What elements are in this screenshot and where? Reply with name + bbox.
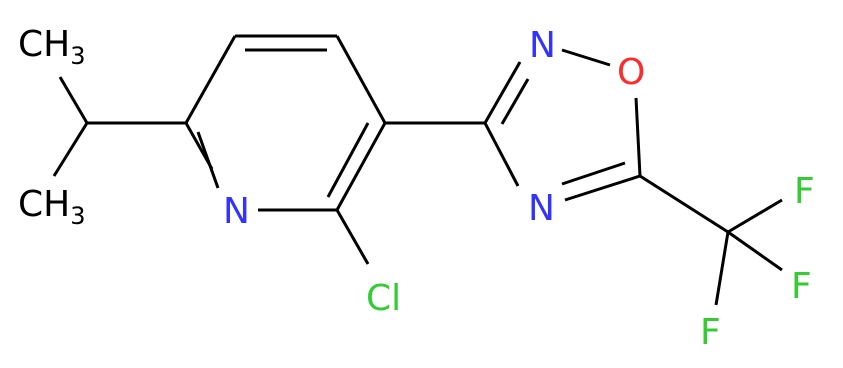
atom-ch3-bottom: CH3 (18, 184, 86, 230)
bond-n1-c6-inner (196, 131, 220, 189)
atom-f-right: F (791, 266, 812, 307)
bond-c3-c2-inner (326, 122, 370, 198)
bond-o1-c5prime (634, 97, 642, 177)
bond-cf3-ftop (727, 198, 783, 234)
atom-f-bottom: F (700, 312, 721, 353)
bond-c5prime-cf3 (639, 174, 729, 234)
bond-n4-c3prime (483, 122, 520, 187)
atom-o-oxadiazole: O (617, 52, 645, 93)
atom-f-top: F (794, 171, 815, 212)
bond-c5prime-n4-outer (564, 174, 641, 202)
bond-c3-c2-outer (335, 122, 387, 211)
bond-ch3top-ch (58, 76, 89, 124)
bond-c4-c3 (335, 35, 387, 124)
bond-cf3-fbottom (714, 231, 730, 306)
bond-c6-c5 (184, 35, 237, 124)
bond-n2-o1 (561, 48, 611, 67)
atom-cl: Cl (366, 278, 401, 319)
atom-labels: CH3 CH3 N Cl N O N F F F (18, 24, 815, 353)
atom-n-oxadiazole-bottom: N (528, 188, 555, 229)
atom-ch3-top: CH3 (18, 24, 86, 70)
bond-cf3-fright (727, 230, 783, 272)
bonds (52, 34, 783, 306)
bond-c2-cl (335, 209, 370, 265)
bond-c5prime-n4-inner (561, 161, 626, 186)
bond-c3prime-n2-inner (500, 78, 530, 125)
bond-c3prime-n2-outer (483, 61, 522, 124)
atom-n-oxadiazole-top: N (529, 25, 556, 66)
atom-n-pyridine: N (223, 191, 250, 232)
bond-ch3bottom-ch (52, 122, 89, 177)
